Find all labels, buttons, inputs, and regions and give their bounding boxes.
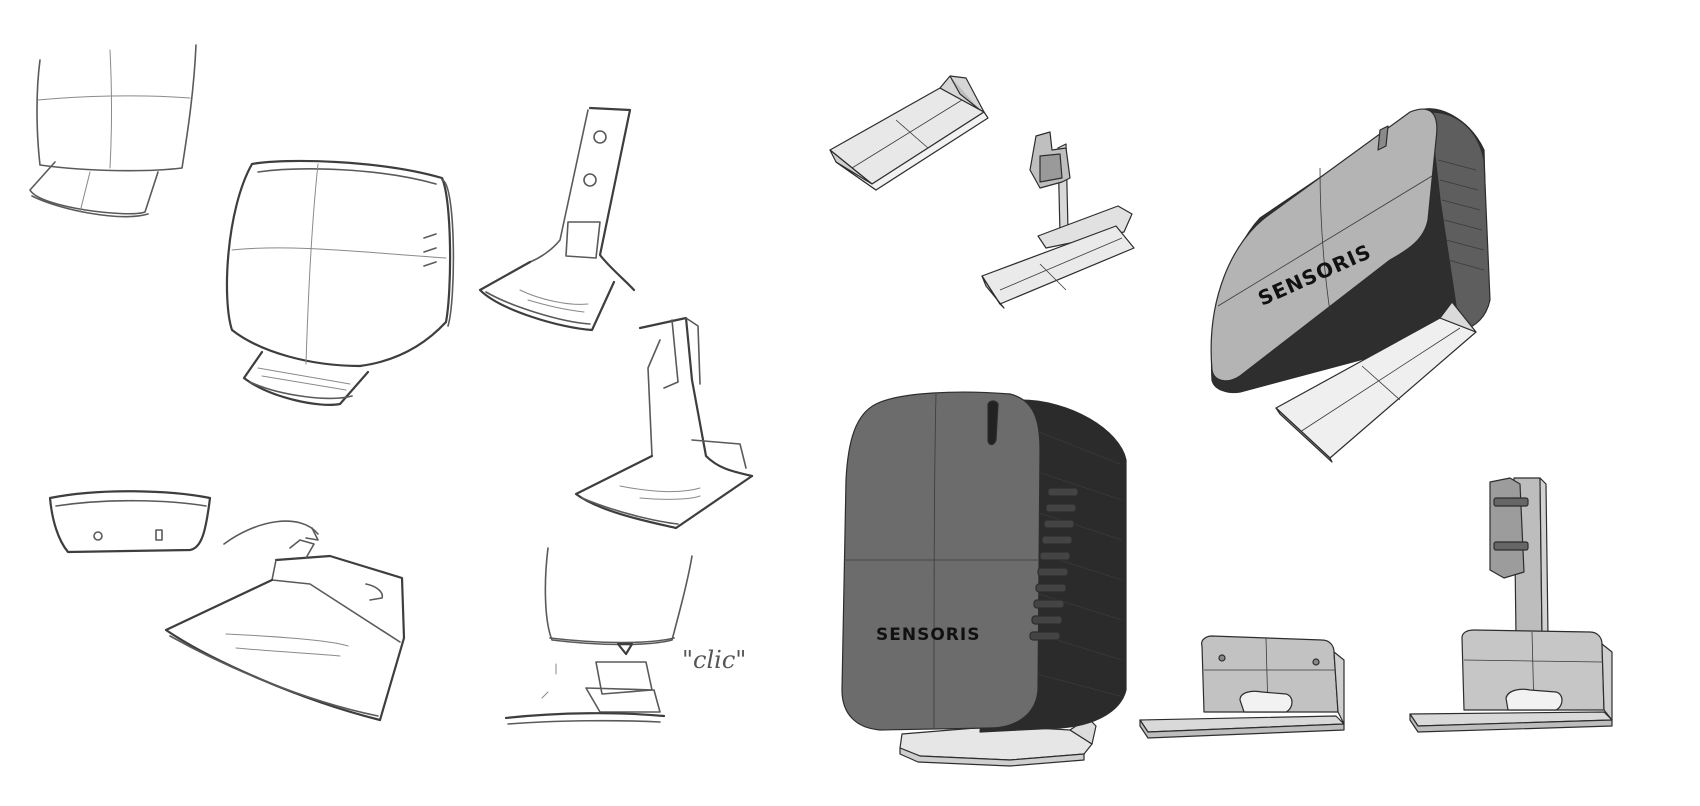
render-arm-bracket: [1409, 477, 1613, 733]
cad-renders: SENSORIS SENSORIS: [829, 75, 1613, 767]
sketch-stand-clip: [574, 316, 754, 530]
sketch-annotation-clic: "clic": [682, 646, 746, 674]
sketch-stand-arm: [478, 106, 636, 332]
render-brand-logo-front: SENSORIS: [876, 625, 980, 645]
sketch-device-on-base-1: [29, 44, 197, 218]
sketch-clip-detail: "clic": [504, 547, 746, 725]
render-device-front: SENSORIS: [841, 391, 1127, 767]
sketch-base-with-mount: [164, 539, 406, 722]
vent-slots: [1029, 487, 1079, 641]
sketch-device-on-base-2: [225, 159, 455, 406]
render-stand-with-clip: [981, 131, 1135, 309]
render-device-rotated: SENSORIS: [1210, 108, 1491, 463]
render-bracket-base: [1139, 635, 1345, 739]
render-base-plate-small: [829, 75, 989, 191]
sketch-arrow-head: [305, 527, 319, 541]
sketch-capsule-device: [48, 490, 212, 554]
pencil-sketches: "clic": [29, 44, 754, 725]
